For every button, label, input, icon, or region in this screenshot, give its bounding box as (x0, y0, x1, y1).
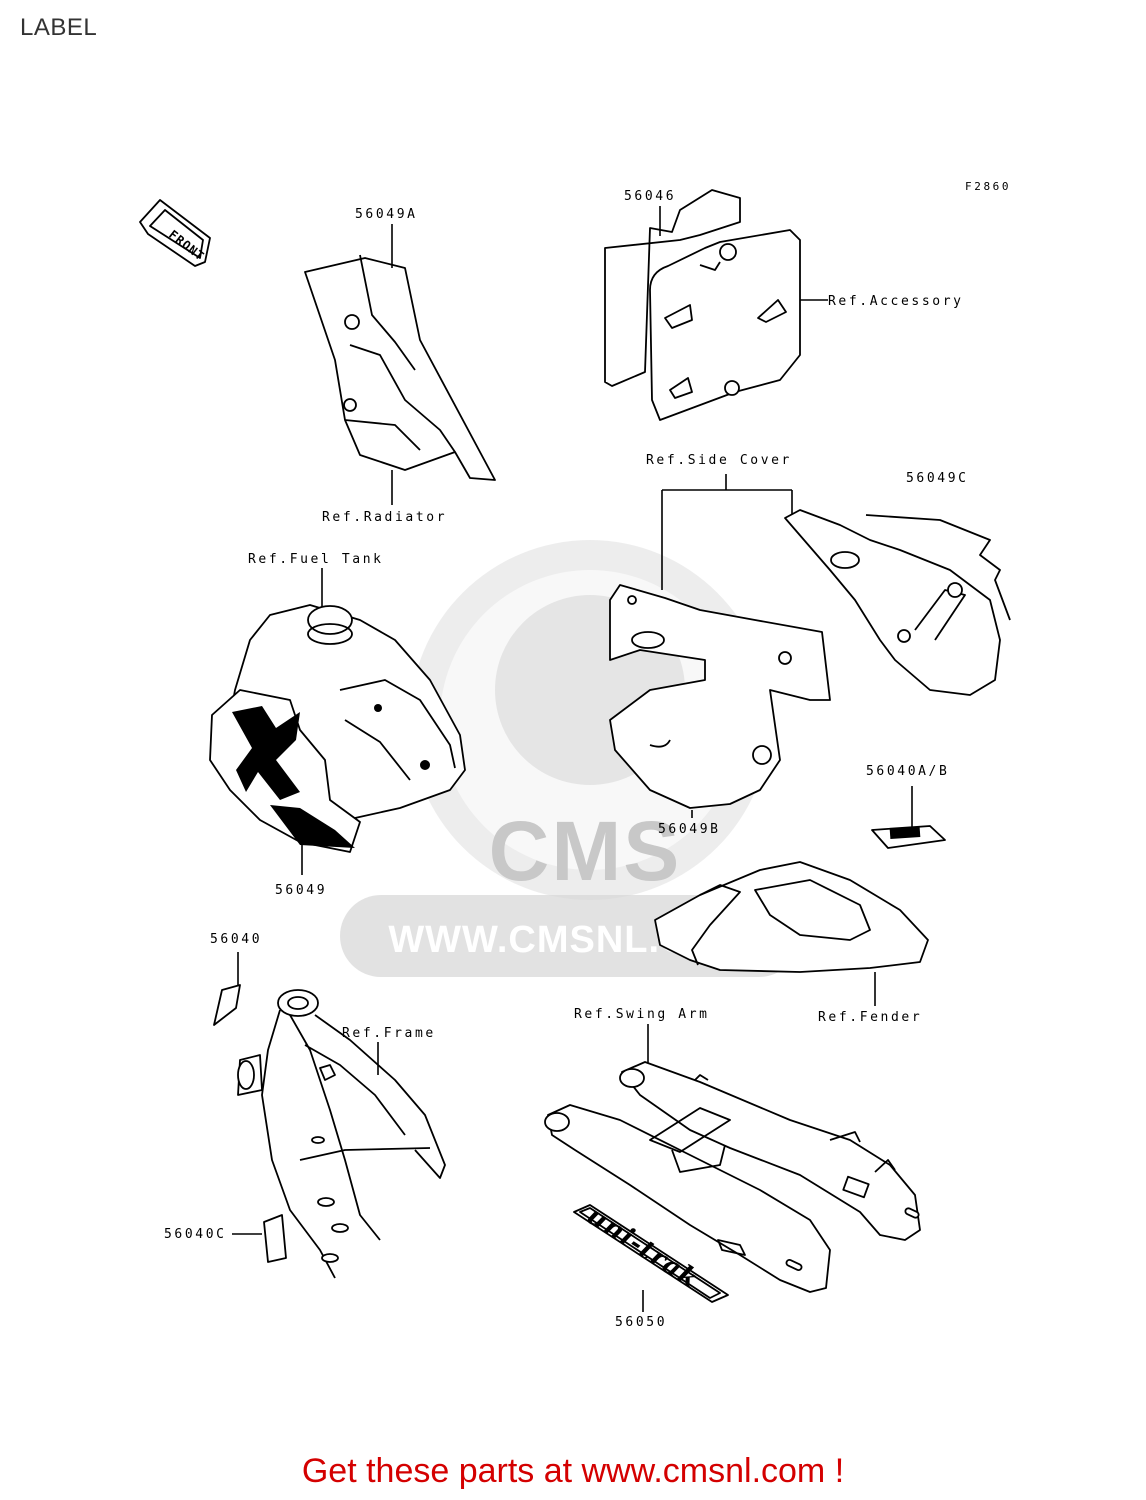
label-ref-accessory: Ref.Accessory (828, 294, 964, 309)
label-56049C: 56049C (906, 471, 969, 486)
right-side-cover (784, 509, 1011, 696)
label-56049B: 56049B (658, 822, 721, 837)
radiator-shroud (304, 254, 496, 481)
label-56040AB: 56040A/B (866, 764, 949, 779)
emission-label-decal (871, 825, 946, 849)
label-56050: 56050 (615, 1315, 667, 1330)
label-56040C: 56040C (164, 1227, 227, 1242)
watermark-brand: CMS (489, 804, 682, 898)
label-ref-side-cover: Ref.Side Cover (646, 453, 792, 468)
front-arrow-icon: FRONT (139, 199, 211, 267)
fuel-tank-decal (209, 689, 361, 853)
number-plate-decal (604, 189, 801, 421)
frame-label-decal (213, 984, 241, 1026)
figure-code: F2860 (965, 180, 1011, 193)
label-ref-fender: Ref.Fender (818, 1010, 922, 1025)
swing-arm (544, 1061, 921, 1293)
label-ref-fuel-tank: Ref.Fuel Tank (248, 552, 384, 567)
label-ref-swing-arm: Ref.Swing Arm (574, 1007, 710, 1022)
rear-fender (654, 861, 929, 973)
label-56049: 56049 (275, 883, 327, 898)
left-side-cover (609, 584, 831, 809)
page-title: LABEL (20, 14, 98, 41)
label-56040: 56040 (210, 932, 262, 947)
label-56049A: 56049A (355, 207, 418, 222)
label-ref-radiator: Ref.Radiator (322, 510, 447, 525)
label-56046: 56046 (624, 189, 676, 204)
label-ref-frame: Ref.Frame (342, 1026, 436, 1041)
frame (237, 989, 446, 1279)
frame-decal-c (263, 1214, 287, 1263)
footer-link[interactable]: Get these parts at www.cmsnl.com ! (301, 1452, 845, 1490)
